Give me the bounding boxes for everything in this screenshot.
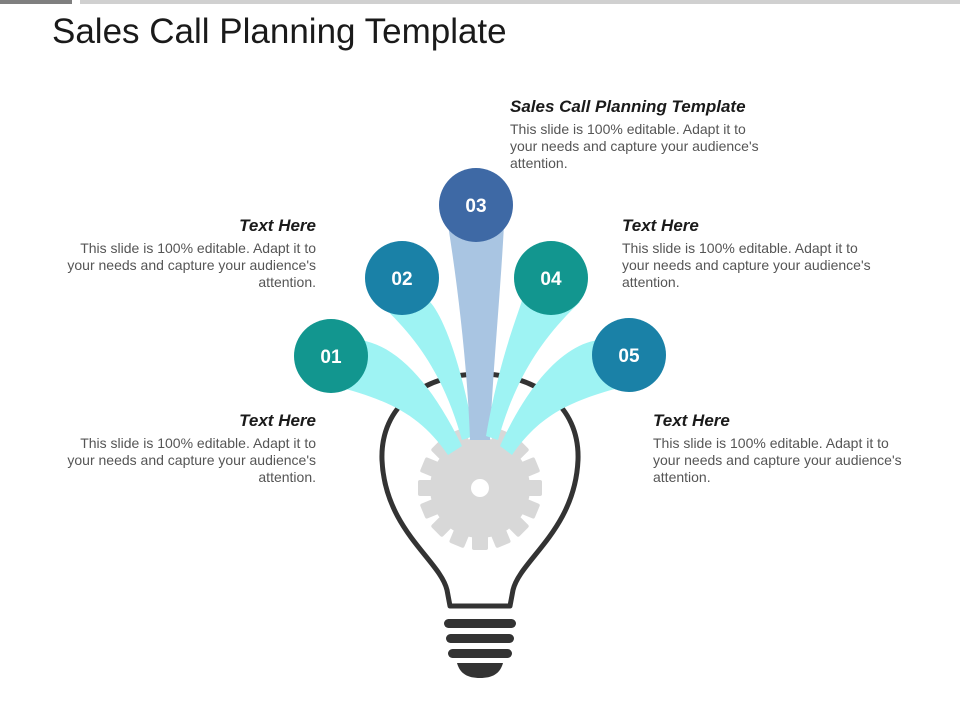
text-block-lower-right-body: This slide is 100% editable. Adapt it to… (653, 435, 902, 485)
step-circle-01: 01 (294, 319, 368, 393)
text-block-top-body: This slide is 100% editable. Adapt it to… (510, 121, 759, 171)
text-block-upper-left-body: This slide is 100% editable. Adapt it to… (67, 240, 316, 290)
text-block-top: Sales Call Planning Template This slide … (510, 97, 790, 172)
step-circle-03: 03 (439, 168, 513, 242)
gear-icon (418, 426, 542, 550)
text-block-lower-left: Text Here This slide is 100% editable. A… (66, 411, 316, 486)
step-number-01: 01 (320, 347, 342, 368)
ray-02 (378, 300, 474, 440)
bulb-base-ring-3 (448, 649, 512, 658)
bulb-base-tip (457, 663, 503, 678)
step-circle-02-shape (365, 241, 439, 315)
step-number-04: 04 (540, 269, 562, 290)
step-circle-03-shape (439, 168, 513, 242)
ray-03 (448, 225, 504, 440)
step-circle-01-shape (294, 319, 368, 393)
step-number-03: 03 (465, 196, 486, 217)
bulb-base-ring-2 (446, 634, 514, 643)
text-block-top-heading: Sales Call Planning Template (510, 97, 746, 116)
bulb-base-ring-1 (444, 619, 516, 628)
step-number-05: 05 (618, 346, 640, 367)
text-block-upper-left: Text Here This slide is 100% editable. A… (66, 216, 316, 291)
step-circle-04: 04 (514, 241, 588, 315)
top-accent-bar-light (80, 0, 960, 4)
text-block-upper-right-heading: Text Here (622, 216, 699, 235)
step-circle-05: 05 (592, 318, 666, 392)
gear-hole (471, 479, 489, 497)
page-title: Sales Call Planning Template (52, 12, 507, 51)
top-accent-bar (0, 0, 960, 5)
text-block-upper-left-heading: Text Here (239, 216, 316, 235)
top-accent-bar-dark (0, 0, 72, 4)
step-circle-02: 02 (365, 241, 439, 315)
step-circle-05-shape (592, 318, 666, 392)
step-circle-04-shape (514, 241, 588, 315)
ray-04 (486, 300, 580, 440)
text-block-upper-right: Text Here This slide is 100% editable. A… (622, 216, 872, 291)
text-block-lower-left-body: This slide is 100% editable. Adapt it to… (67, 435, 316, 485)
text-block-upper-right-body: This slide is 100% editable. Adapt it to… (622, 240, 871, 290)
text-block-lower-right-heading: Text Here (653, 411, 730, 430)
step-number-02: 02 (391, 269, 412, 290)
text-block-lower-right: Text Here This slide is 100% editable. A… (653, 411, 903, 486)
text-block-lower-left-heading: Text Here (239, 411, 316, 430)
bulb-base (444, 619, 516, 678)
